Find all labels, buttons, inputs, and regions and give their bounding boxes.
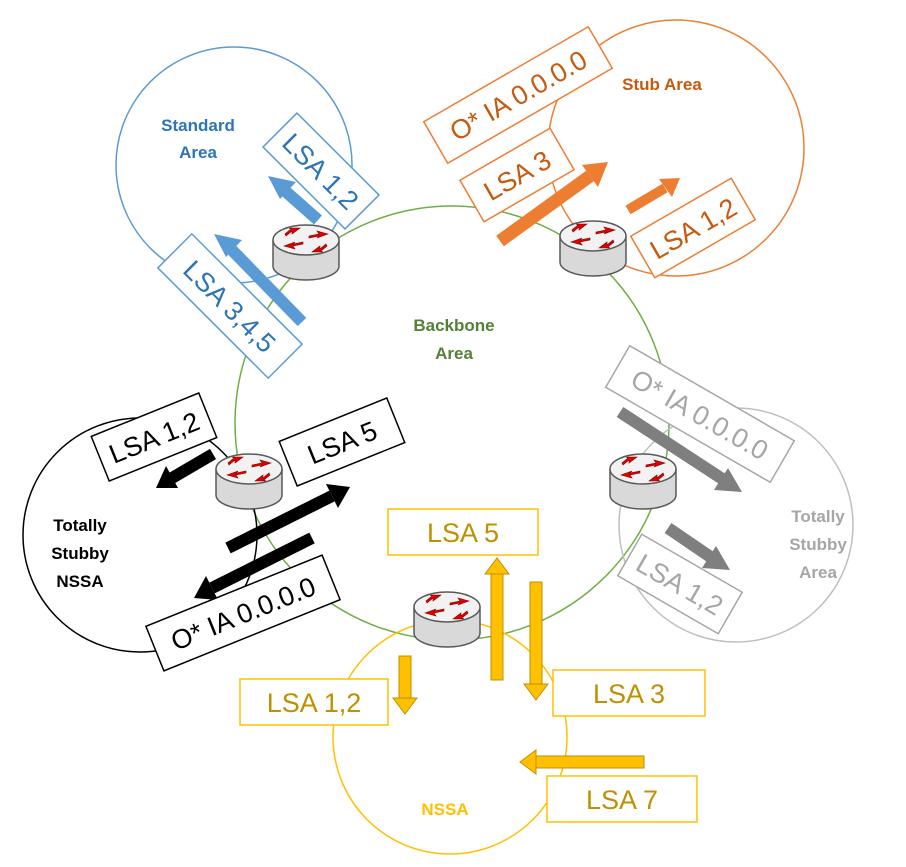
std-lsa12-box: LSA 1,2: [261, 111, 381, 231]
tsn-arrow-shaft-2: [225, 490, 335, 554]
nssa-lsa5-text: LSA 5: [427, 518, 499, 548]
stub-arrow-shaft-1: [496, 170, 594, 247]
std-arrow-head-2: [214, 234, 242, 257]
standard-area-label-1: Standard: [161, 116, 235, 135]
nssa-lsa12-box: [239, 678, 389, 726]
router-icon: [215, 453, 283, 510]
router-icon: [413, 591, 481, 648]
nssa-arrow-in-head: [519, 749, 537, 775]
tsn-lsa12-box: LSA 1,2: [90, 392, 218, 482]
std-arrow-shaft-2: [225, 243, 307, 327]
router-icon: [272, 224, 340, 281]
tsnssa-label-3: NSSA: [56, 572, 103, 591]
tsn-arrow-head-3: [194, 576, 218, 600]
ts-arrow-shaft-2: [664, 523, 716, 563]
totally-stubby-area-label-1: Totally: [791, 507, 845, 526]
stub-default-box: O* IA 0.0.0.0: [422, 25, 614, 165]
std-arrow-shaft-1: [280, 185, 322, 225]
ts-lsa12-box: LSA 1,2: [616, 533, 744, 635]
nssa-arrow-up-shaft: [490, 571, 504, 681]
ts-arrow-head-2: [702, 546, 730, 570]
backbone-area-label-2: Area: [435, 344, 473, 363]
tsnssa-label-2: Stubby: [51, 544, 109, 563]
nssa-lsa5-box: [387, 508, 539, 556]
totally-stubby-area-label-3: Area: [799, 563, 837, 582]
tsn-arrow-shaft-3: [209, 532, 315, 594]
tsn-arrow-shaft-1: [168, 448, 217, 484]
stub-arrow-shaft-2: [625, 183, 668, 215]
nssa-lsa7-text: LSA 7: [586, 785, 658, 815]
nssa-arrow-in-shaft: [535, 755, 645, 769]
nssa-lsa7-box: [546, 775, 698, 823]
router-icon: [559, 220, 627, 277]
backbone-area-label-1: Backbone: [413, 316, 494, 335]
nssa-lsa3-text: LSA 3: [593, 679, 665, 709]
ts-default-text: O* IA 0.0.0.0: [626, 364, 774, 467]
nssa-arrow-down-shaft: [529, 581, 543, 685]
standard-area-label-2: Area: [179, 143, 217, 162]
std-arrow-head-1: [268, 176, 296, 199]
nssa-arrow-left-down-shaft: [398, 655, 412, 699]
nssa-area-label: NSSA: [421, 800, 468, 819]
tsn-arrow-head-2: [326, 484, 350, 508]
nssa-arrow-up-head: [484, 557, 510, 575]
nssa-arrow-down-head: [523, 683, 549, 701]
ts-arrow-shaft-1: [616, 406, 728, 486]
stub-area-label: Stub Area: [622, 75, 702, 94]
stub-arrow-head-2: [659, 178, 680, 197]
tsn-lsa5-box: LSA 5: [278, 397, 406, 487]
tsn-arrow-head-1: [156, 466, 178, 488]
ts-arrow-head-1: [714, 468, 742, 492]
stub-default-text: O* IA 0.0.0.0: [445, 45, 593, 148]
router-icon: [609, 453, 677, 510]
tsnssa-label-1: Totally: [53, 516, 107, 535]
nssa-lsa12-text: LSA 1,2: [267, 688, 362, 718]
nssa-arrow-left-down-head: [392, 697, 418, 715]
nssa-lsa3-box: [552, 669, 706, 717]
totally-stubby-area-label-2: Stubby: [789, 535, 847, 554]
stub-arrow-head-1: [582, 162, 608, 187]
